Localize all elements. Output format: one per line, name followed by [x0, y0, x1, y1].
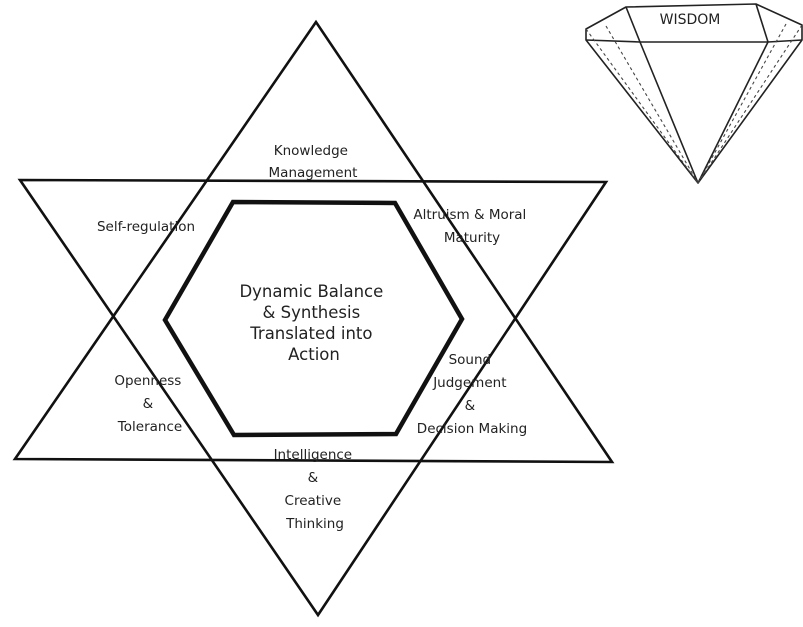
center-label-line: Dynamic Balance [239, 282, 383, 301]
upper-right-point-label-line: Maturity [444, 230, 500, 246]
center-label-line: Action [288, 345, 340, 364]
lower-right-point-label-line: Decision Making [417, 421, 527, 437]
gem-label: WISDOM [660, 12, 721, 28]
top-point-label-line: Knowledge [274, 143, 348, 159]
lower-left-point-label: Openness & Tolerance [114, 373, 185, 435]
gem-facet-line [697, 41, 769, 184]
gem-facet-line [625, 6, 641, 43]
bottom-point-label-line: & [308, 470, 319, 486]
gem-hidden-facet [697, 23, 787, 184]
gem-outline [585, 3, 803, 184]
gem-hidden-facet [697, 24, 803, 184]
star-inner-hexagon [162, 199, 465, 438]
lower-left-point-label-line: Tolerance [117, 419, 182, 435]
lower-right-point-label-line: Judgement [432, 375, 506, 391]
lower-left-point-label-line: & [143, 396, 154, 412]
lower-left-point-label-line: Openness [114, 373, 181, 389]
top-point-label-line: Management [269, 165, 358, 181]
center-label-line: Translated into [249, 324, 372, 343]
upper-left-point-label: Self-regulation [97, 219, 195, 235]
gem-table-edge [585, 39, 803, 43]
lower-right-point-label-line: Sound [449, 352, 492, 368]
gem-facet-line [755, 3, 769, 43]
wisdom-gem: WISDOM [585, 3, 803, 184]
bottom-point-label: Intelligence & Creative Thinking [274, 447, 357, 532]
upper-left-point-label-line: Self-regulation [97, 219, 195, 235]
top-point-label: Knowledge Management [269, 143, 358, 181]
gem-facet-line [639, 41, 699, 184]
bottom-point-label-line: Intelligence [274, 447, 353, 463]
bottom-point-label-line: Thinking [285, 516, 344, 532]
gem-hidden-facet [605, 25, 699, 184]
center-label: Dynamic Balance & Synthesis Translated i… [239, 282, 388, 364]
upper-right-point-label-line: Altruism & Moral [413, 207, 526, 223]
bottom-point-label-line: Creative [285, 493, 342, 509]
star-downward-triangle [17, 178, 609, 618]
lower-right-point-label: Sound Judgement & Decision Making [417, 352, 527, 437]
gem-hidden-facet [585, 28, 699, 184]
center-label-line: & Synthesis [263, 303, 361, 322]
upper-right-point-label: Altruism & Moral Maturity [413, 207, 530, 246]
star-upward-triangle [12, 19, 615, 464]
lower-right-point-label-line: & [465, 398, 476, 414]
